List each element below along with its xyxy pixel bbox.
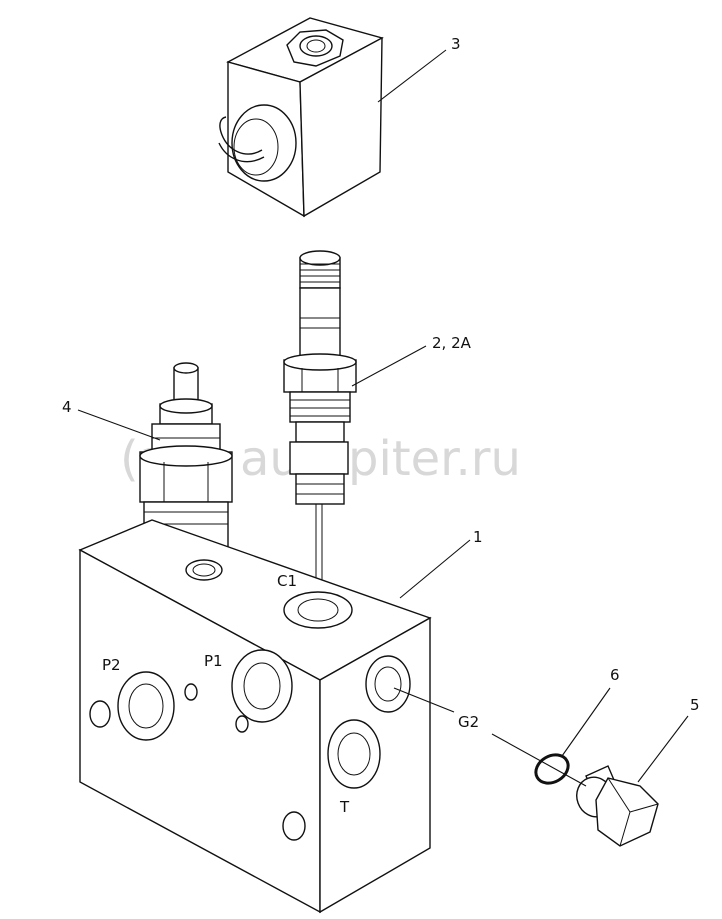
part-relief-valve: [139, 362, 233, 549]
part-cartridge: [283, 250, 357, 610]
port-t-label: T: [339, 798, 350, 816]
callout-1: 1: [473, 528, 483, 546]
part-coil: [218, 17, 384, 218]
callout-5: 5: [690, 696, 700, 714]
watermark-text: autopiter.ru: [240, 431, 521, 487]
callout-4: 4: [62, 398, 72, 416]
port-p2-label: P2: [102, 656, 121, 674]
callout-6: 6: [610, 666, 620, 684]
part-valve-body: [78, 519, 432, 914]
callout-3: 3: [451, 35, 461, 53]
port-labels: C1 P1 P2 G2 T: [102, 572, 479, 816]
port-c1-label: C1: [277, 572, 297, 590]
part-plug: [576, 765, 659, 847]
port-g2-label: G2: [458, 713, 479, 731]
leader-lines: [77, 49, 689, 787]
part-o-ring: [534, 753, 570, 785]
callout-2-2a: 2, 2A: [432, 334, 472, 352]
callout-labels: 3 2, 2A 4 1 6 5: [62, 35, 700, 714]
port-p1-label: P1: [204, 652, 223, 670]
